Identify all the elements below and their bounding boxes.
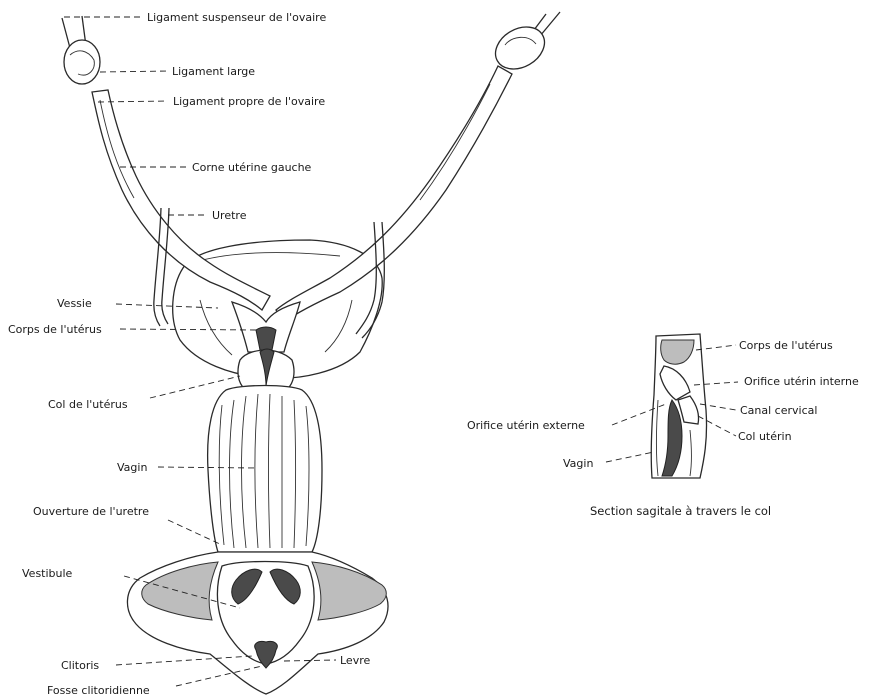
label-corps-uterus: Corps de l'utérus bbox=[8, 323, 102, 336]
vagina-drawing bbox=[208, 386, 322, 553]
section-title: Section sagitale à travers le col bbox=[590, 504, 771, 518]
label-corne-uterine: Corne utérine gauche bbox=[192, 161, 312, 174]
label-ouverture-uretre: Ouverture de l'uretre bbox=[33, 505, 149, 518]
label-levre: Levre bbox=[340, 654, 370, 667]
section-label-corps: Corps de l'utérus bbox=[739, 339, 833, 352]
label-fosse-clitoridienne: Fosse clitoridienne bbox=[47, 684, 150, 697]
label-ligament-large: Ligament large bbox=[172, 65, 255, 78]
label-col-uterus: Col de l'utérus bbox=[48, 398, 128, 411]
label-vestibule: Vestibule bbox=[22, 567, 73, 580]
section-label-vagin: Vagin bbox=[563, 457, 593, 470]
label-vessie: Vessie bbox=[57, 297, 92, 310]
section-label-col: Col utérin bbox=[738, 430, 792, 443]
section-label-canal: Canal cervical bbox=[740, 404, 817, 417]
section-label-orifice-interne: Orifice utérin interne bbox=[744, 375, 859, 388]
label-clitoris: Clitoris bbox=[61, 659, 99, 672]
sagittal-section bbox=[606, 334, 738, 478]
section-label-orifice-externe: Orifice utérin externe bbox=[467, 419, 585, 432]
label-uretre: Uretre bbox=[212, 209, 247, 222]
label-ligament-suspenseur: Ligament suspenseur de l'ovaire bbox=[147, 11, 326, 24]
label-ligament-propre: Ligament propre de l'ovaire bbox=[173, 95, 325, 108]
label-vagin: Vagin bbox=[117, 461, 147, 474]
